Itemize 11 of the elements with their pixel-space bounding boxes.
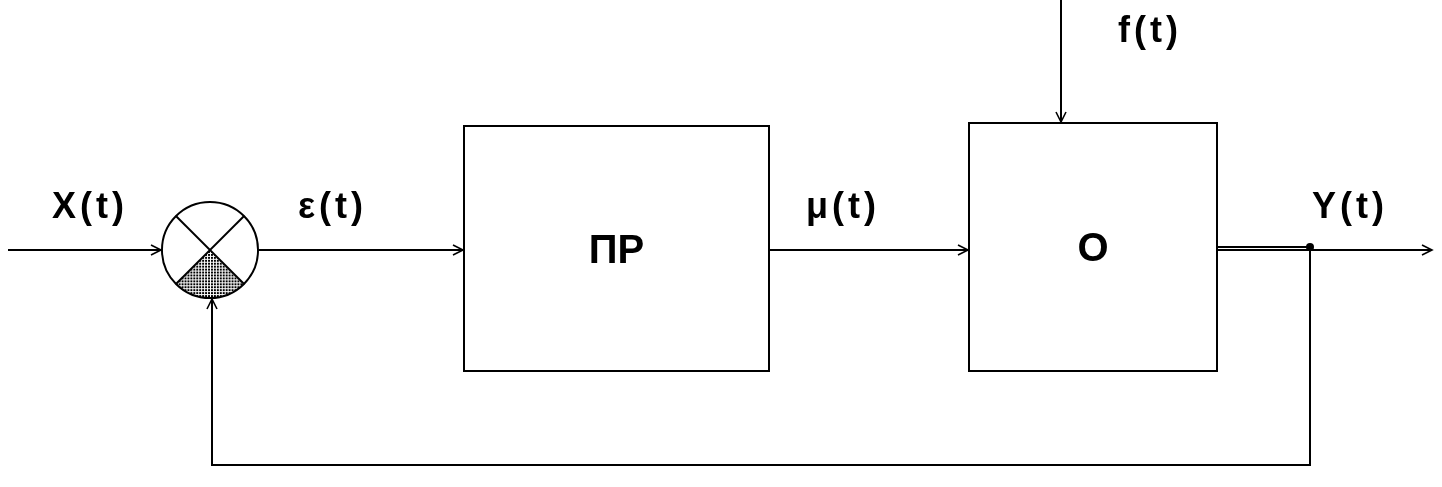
block-label: О	[1077, 224, 1109, 271]
signal-arrow	[258, 244, 464, 256]
summing-junction	[161, 201, 259, 299]
block-box	[968, 122, 1218, 372]
signal-arrow	[1217, 244, 1433, 256]
signal-arrow	[7, 244, 162, 256]
signal-arrow	[769, 244, 969, 256]
signal-arrow	[1055, 0, 1067, 123]
signal-arrow	[206, 246, 1311, 466]
block-label: ПР	[588, 225, 645, 273]
block-box	[463, 125, 770, 372]
